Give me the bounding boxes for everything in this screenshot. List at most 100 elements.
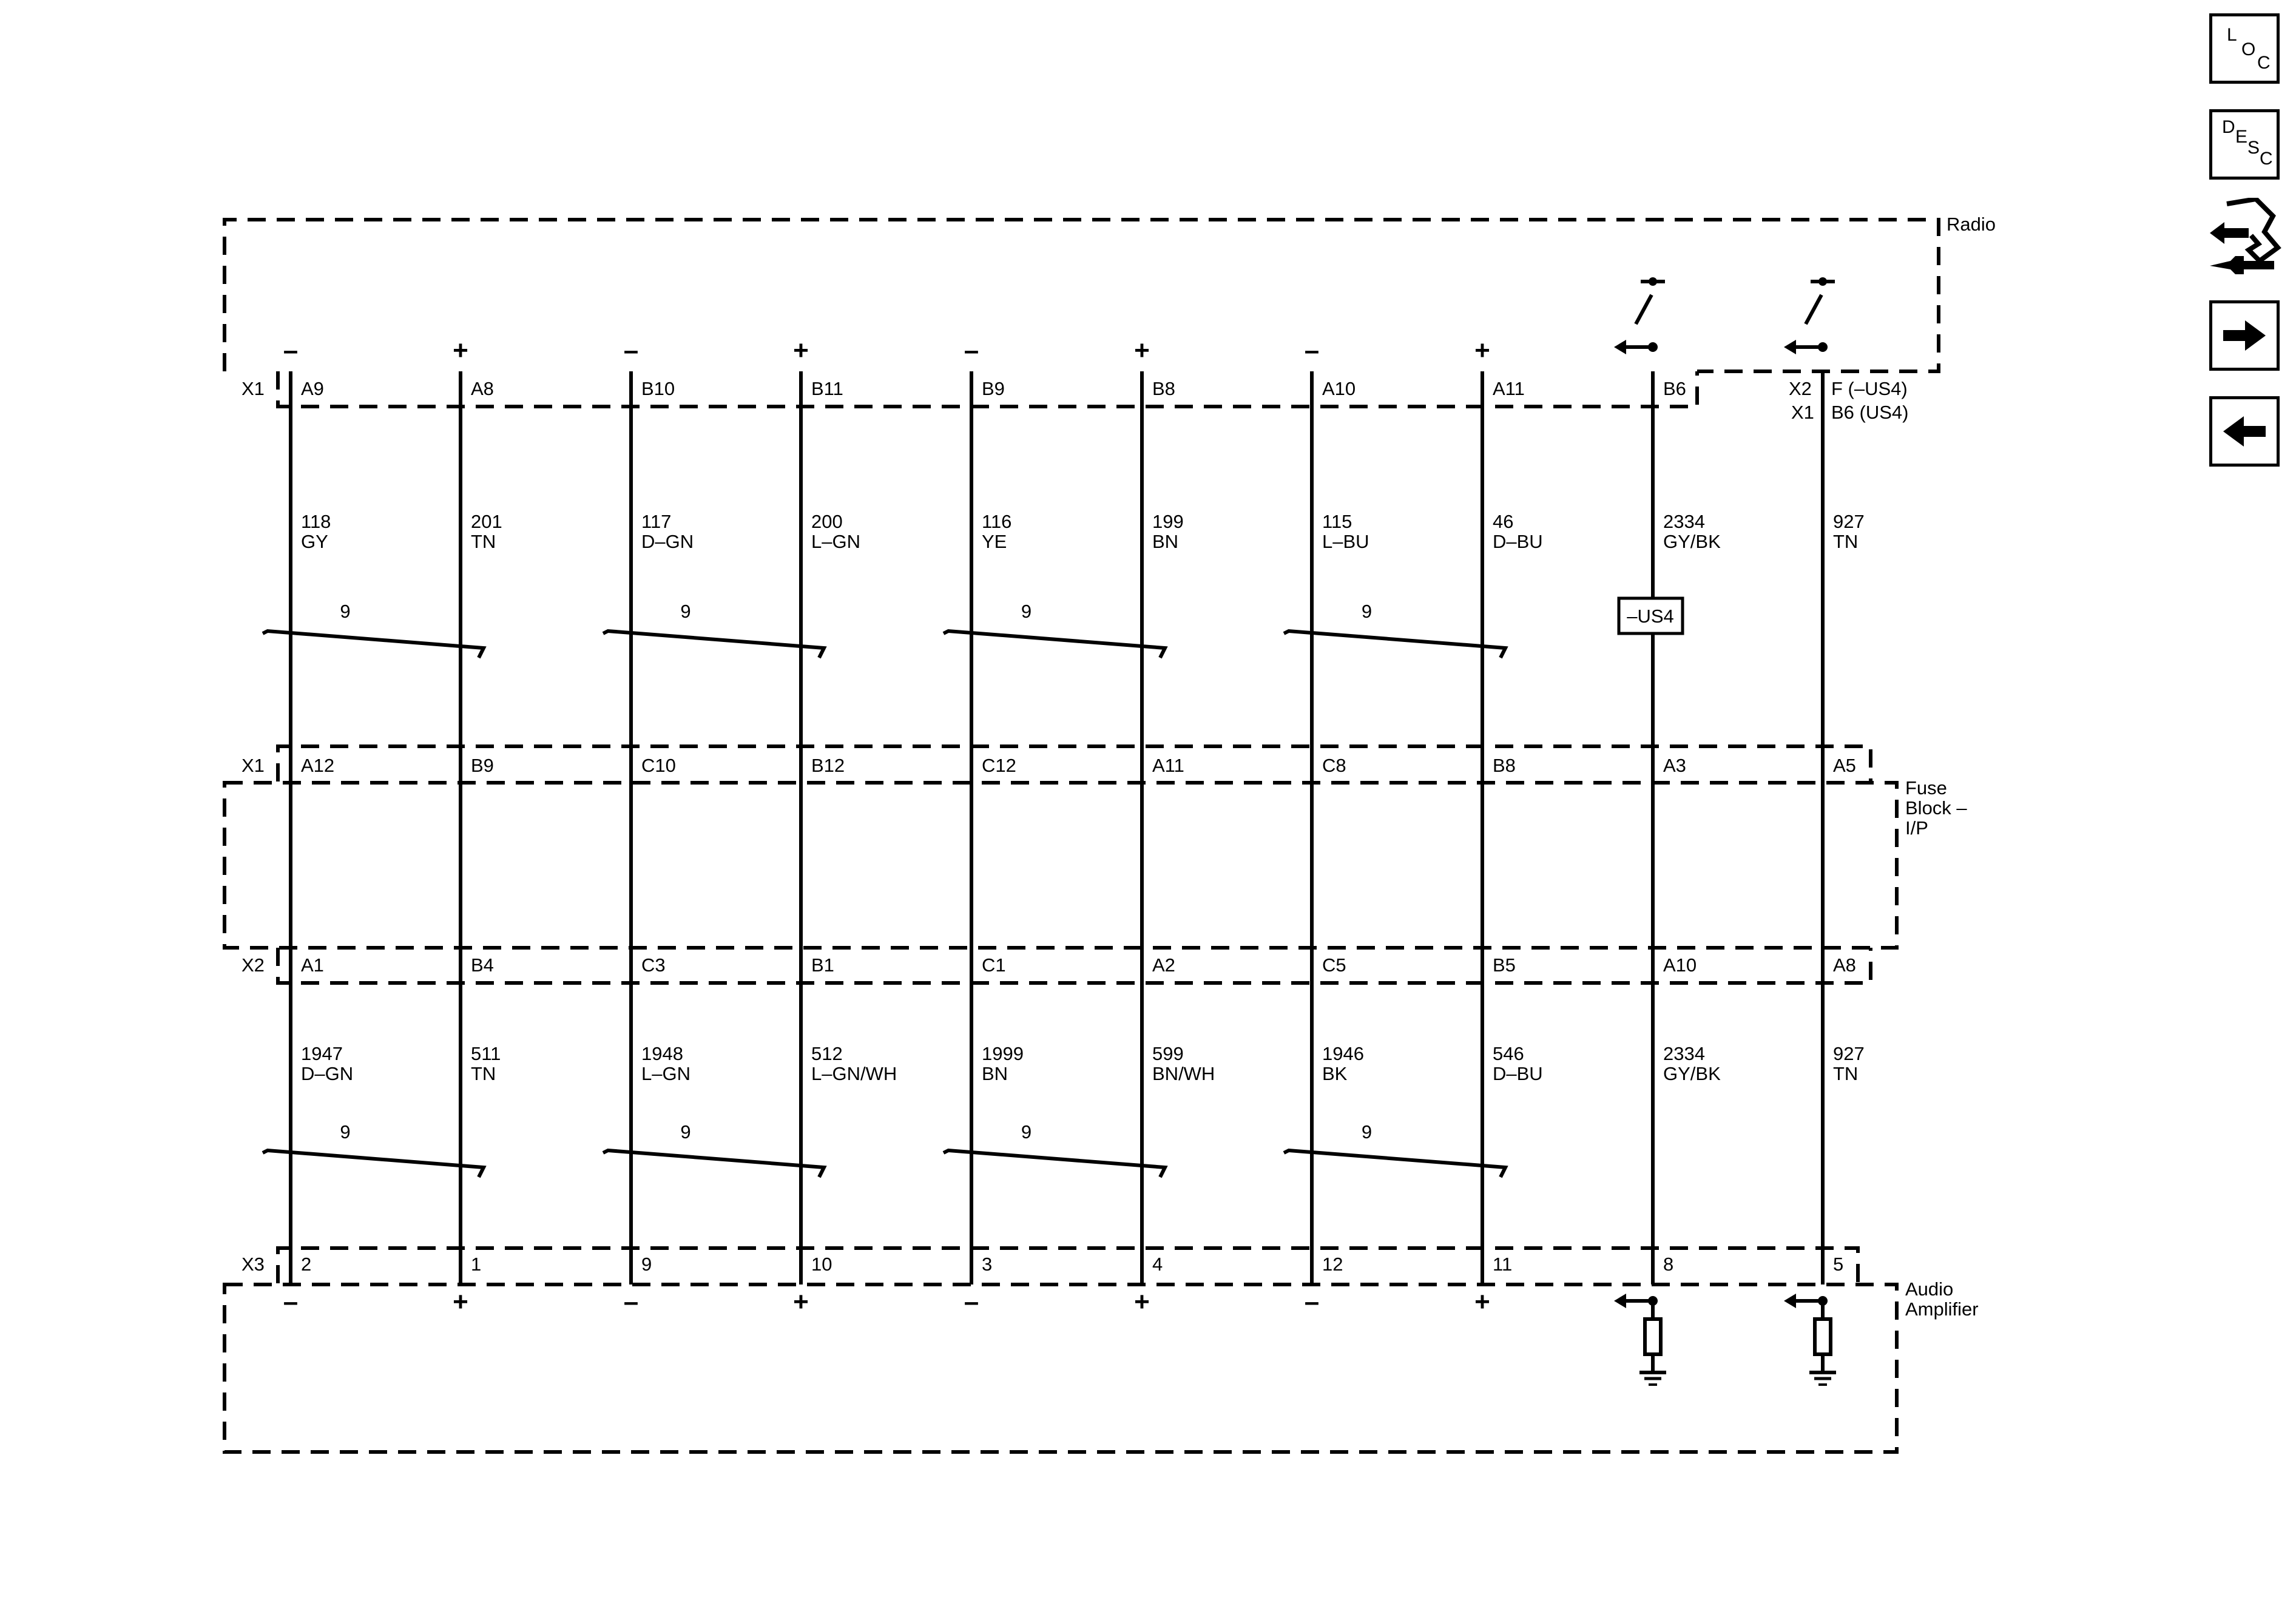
amplifier-label-1: Audio xyxy=(1905,1278,1953,1300)
twist-label-2-1: 9 xyxy=(680,601,690,622)
radio-x1-pin-label-b: B6 (US4) xyxy=(1831,402,1908,423)
radio-x2-pin-label: F (–US4) xyxy=(1831,378,1908,399)
fuse-block-label-1: Fuse xyxy=(1905,777,1947,798)
fuse-x2-pin-3: C3 xyxy=(641,954,666,976)
fuse-x1-pin-5: C12 xyxy=(982,755,1016,776)
upper-color-7: L–BU xyxy=(1322,531,1369,552)
amplifier-label-2: Amplifier xyxy=(1905,1298,1979,1320)
amp-pin-6: 4 xyxy=(1152,1254,1163,1275)
lower-circuit-1: 1947 xyxy=(301,1043,343,1064)
option-box-label: –US4 xyxy=(1627,606,1674,627)
lower-color-2: TN xyxy=(471,1063,496,1084)
switch-pivot-10 xyxy=(1818,277,1827,286)
lower-color-3: L–GN xyxy=(641,1063,690,1084)
fuse-x2-pin-5: C1 xyxy=(982,954,1006,976)
fuse-x2-pin-8: B5 xyxy=(1493,954,1516,976)
fuse-x2-pin-7: C5 xyxy=(1322,954,1346,976)
fuse-block-label-3: I/P xyxy=(1905,817,1928,839)
amp-pin-2: 1 xyxy=(471,1254,481,1275)
labels-layer: Radio Fuse Block – I/P Audio Amplifier X… xyxy=(241,214,1996,1320)
polarity-bottom-4: + xyxy=(793,1287,809,1317)
resistor-9 xyxy=(1643,1317,1663,1356)
twist-label-3-1: 9 xyxy=(1021,601,1032,622)
twist-label-4-2: 9 xyxy=(1362,1121,1372,1143)
tap-arrow-radio-10 xyxy=(1784,340,1796,354)
connector-tool-button[interactable] xyxy=(2206,196,2285,283)
prev-button[interactable] xyxy=(2209,396,2280,467)
amp-pin-7: 12 xyxy=(1322,1254,1343,1275)
lower-color-5: BN xyxy=(982,1063,1008,1084)
desc-letter-d: D xyxy=(2222,117,2235,137)
upper-color-2: TN xyxy=(471,531,496,552)
upper-circuit-10: 927 xyxy=(1833,511,1865,532)
desc-letter-e: E xyxy=(2235,127,2248,147)
lower-circuit-2: 511 xyxy=(471,1043,501,1064)
tap-arrow-radio-9 xyxy=(1614,340,1626,354)
polarity-bottom-2: + xyxy=(453,1287,468,1317)
radio-pin-4: B11 xyxy=(811,378,843,399)
switch-pivot-9 xyxy=(1649,277,1657,286)
lower-color-9: GY/BK xyxy=(1663,1063,1721,1084)
loc-button[interactable]: L O C xyxy=(2209,13,2280,84)
lower-color-8: D–BU xyxy=(1493,1063,1543,1084)
twisted-pair-3-2 xyxy=(942,1148,1168,1178)
twisted-pair-2-1 xyxy=(602,629,827,659)
polarity-top-5: – xyxy=(964,336,979,365)
radio-pin-5: B9 xyxy=(982,378,1005,399)
tap-arrow-amp-10 xyxy=(1784,1294,1796,1308)
lower-circuit-6: 599 xyxy=(1152,1043,1184,1064)
polarity-bottom-1: – xyxy=(283,1287,298,1317)
lower-circuit-3: 1948 xyxy=(641,1043,683,1064)
upper-color-5: YE xyxy=(982,531,1007,552)
amp-pin-4: 10 xyxy=(811,1254,832,1275)
twisted-pair-1-1 xyxy=(262,629,487,659)
radio-connector-x1 xyxy=(276,371,1699,408)
upper-circuit-7: 115 xyxy=(1322,511,1352,532)
twisted-pair-3-1 xyxy=(942,629,1168,659)
polarity-top-4: + xyxy=(793,336,809,365)
radio-pin-3: B10 xyxy=(641,378,675,399)
twist-label-1-1: 9 xyxy=(340,601,350,622)
polarity-bottom-3: – xyxy=(624,1287,638,1317)
resistor-10 xyxy=(1813,1317,1832,1356)
amp-pin-5: 3 xyxy=(982,1254,992,1275)
polarity-bottom-6: + xyxy=(1134,1287,1150,1317)
polarity-bottom-5: – xyxy=(964,1287,979,1317)
fuse-x1-pin-7: C8 xyxy=(1322,755,1346,776)
loc-letter-l: L xyxy=(2227,25,2237,45)
upper-circuit-6: 199 xyxy=(1152,511,1184,532)
fuse-x1-label: X1 xyxy=(241,755,265,776)
upper-circuit-8: 46 xyxy=(1493,511,1513,532)
polarity-top-2: + xyxy=(453,336,468,365)
upper-color-10: TN xyxy=(1833,531,1858,552)
upper-circuit-9: 2334 xyxy=(1663,511,1705,532)
loc-letter-c: C xyxy=(2257,53,2271,73)
upper-circuit-1: 118 xyxy=(301,511,331,532)
lower-color-1: D–GN xyxy=(301,1063,353,1084)
lower-circuit-7: 1946 xyxy=(1322,1043,1364,1064)
arrow-right-icon xyxy=(2223,320,2266,351)
amp-pin-8: 11 xyxy=(1493,1254,1512,1275)
radio-pin-9: B6 xyxy=(1663,378,1686,399)
next-button[interactable] xyxy=(2209,300,2280,371)
switch-blade-10 xyxy=(1804,294,1823,325)
fuse-x1-pin-4: B12 xyxy=(811,755,845,776)
upper-circuit-4: 200 xyxy=(811,511,843,532)
fuse-x1-pin-3: C10 xyxy=(641,755,676,776)
twist-label-4-1: 9 xyxy=(1362,601,1372,622)
lower-circuit-5: 1999 xyxy=(982,1043,1024,1064)
polarity-bottom-7: – xyxy=(1305,1287,1319,1317)
desc-button[interactable]: D E S C xyxy=(2209,109,2280,180)
fuse-connector-x2 xyxy=(276,948,1872,985)
radio-label: Radio xyxy=(1947,214,1996,235)
amp-pin-3: 9 xyxy=(641,1254,652,1275)
radio-box xyxy=(223,218,1940,373)
wires-layer: ––A9118GYA12A11947D–GN2++A8201TNB9B4511T… xyxy=(262,277,1865,1386)
lower-color-10: TN xyxy=(1833,1063,1858,1084)
upper-color-4: L–GN xyxy=(811,531,860,552)
upper-color-6: BN xyxy=(1152,531,1178,552)
twist-label-3-2: 9 xyxy=(1021,1121,1032,1143)
fuse-block-box xyxy=(223,781,1899,950)
arrow-left-icon xyxy=(2223,416,2266,447)
